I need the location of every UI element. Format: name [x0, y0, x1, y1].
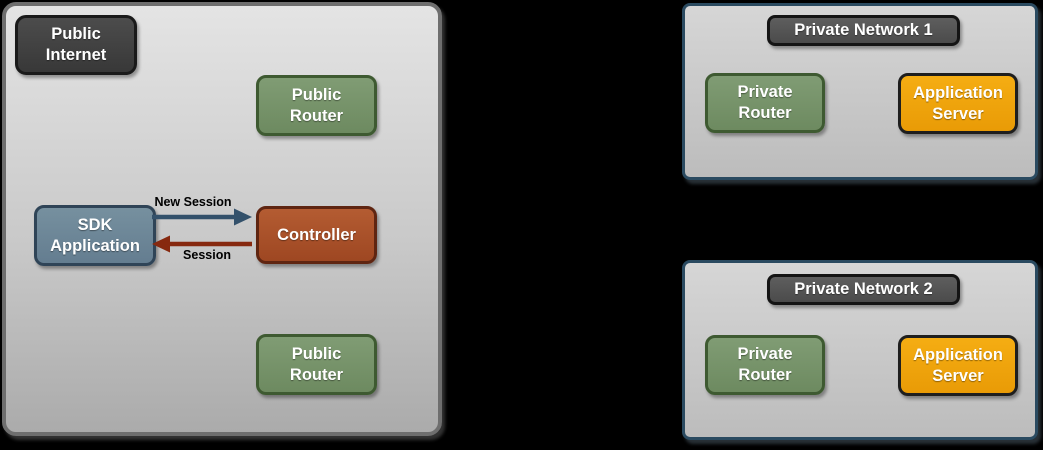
controller-node: Controller: [256, 206, 377, 264]
application-server-1-node: Application Server: [898, 73, 1018, 134]
public-internet-label-box: Public Internet: [15, 15, 137, 75]
private-network-2-title: Private Network 2: [767, 274, 960, 305]
sdk-application-node: SDK Application: [34, 205, 156, 266]
new-session-arrow-label: New Session: [154, 195, 232, 209]
private-router-1-node: Private Router: [705, 73, 825, 133]
public-router-bottom-node: Public Router: [256, 334, 377, 395]
session-arrow-label: Session: [183, 248, 231, 262]
private-network-2-zone: Private Network 2 Private Router Applica…: [682, 260, 1038, 440]
application-server-2-node: Application Server: [898, 335, 1018, 396]
private-network-1-title: Private Network 1: [767, 15, 960, 46]
private-network-1-zone: Private Network 1 Private Router Applica…: [682, 3, 1038, 180]
public-internet-zone: Public Internet Public Router SDK Applic…: [2, 2, 442, 436]
private-router-2-node: Private Router: [705, 335, 825, 395]
public-router-top-node: Public Router: [256, 75, 377, 136]
